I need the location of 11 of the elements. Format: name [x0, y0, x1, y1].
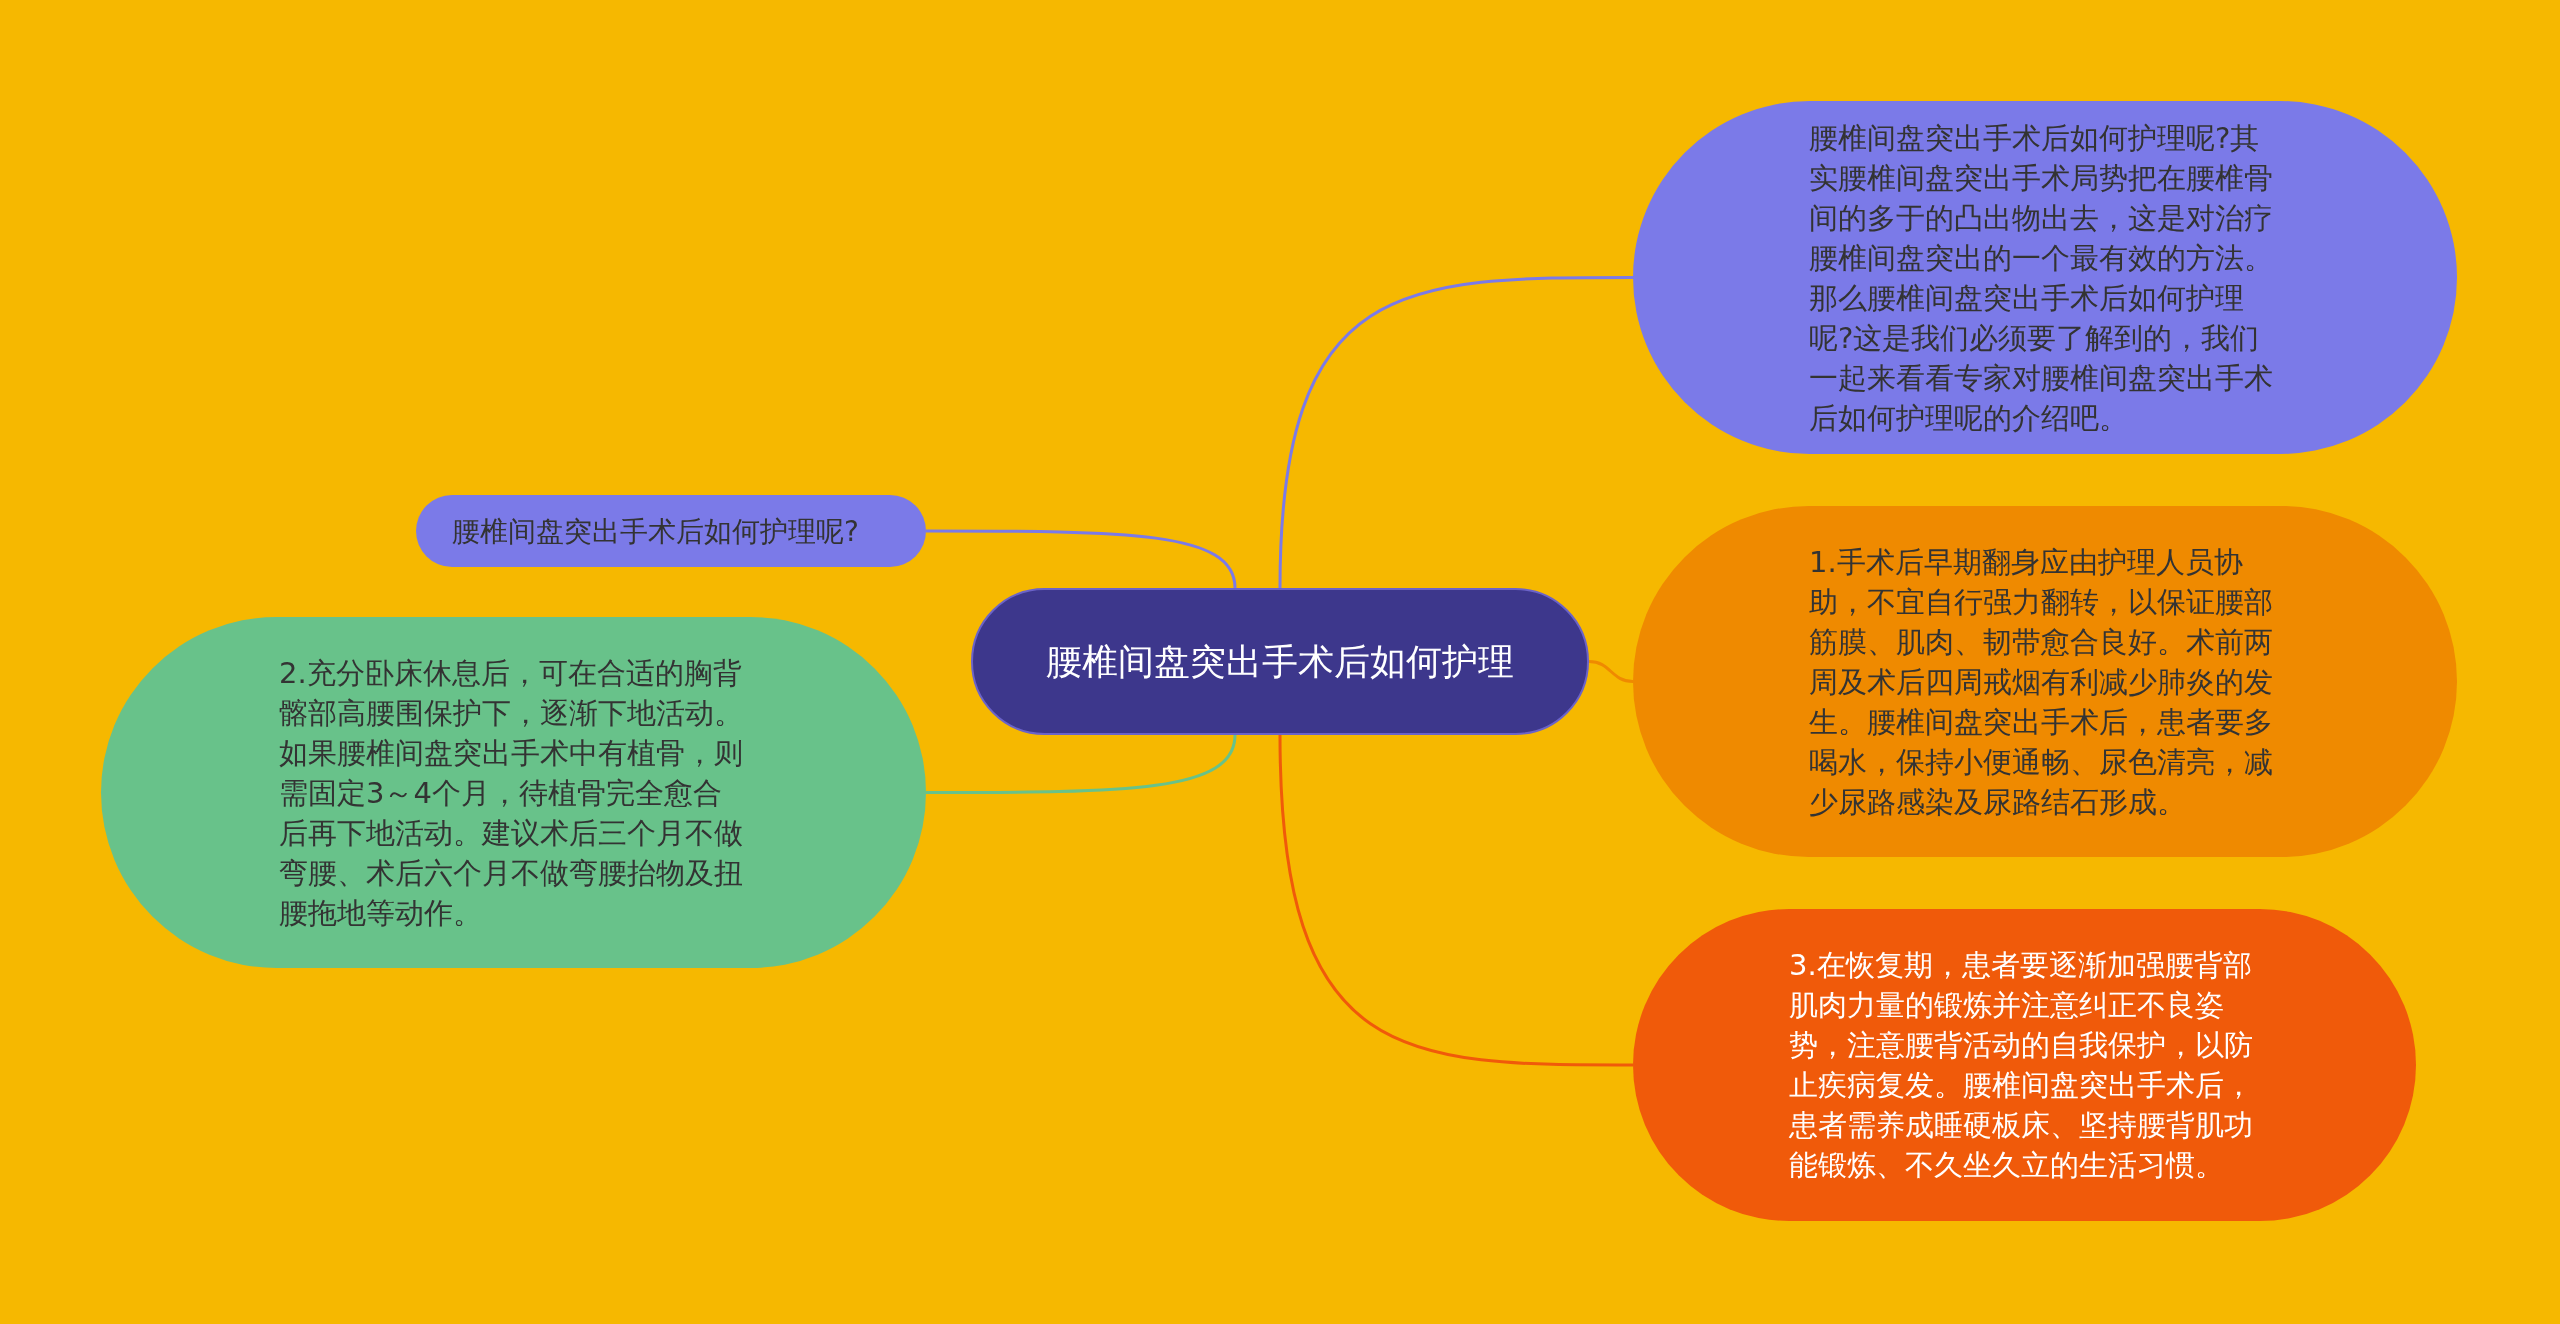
topic-text: 腰椎间盘突出手术后如何护理呢?其实腰椎间盘突出手术局势把在腰椎骨间的多于的凸出物出去，这是对治疗腰椎间盘突出的一个最有效的方法。那么腰椎间盘突出手术后如何护理呢?这是我们必须要了解到的，我们一起来看看专家对腰椎间盘突出手术后如何护理呢的介绍吧。: [1809, 119, 2274, 437]
topic-text: 腰椎间盘突出手术后如何护理: [1046, 639, 1514, 684]
topic-text: 1.手术后早期翻身应由护理人员协助，不宜自行强力翻转，以保证腰部筋膜、肌肉、韧带愈合良好。术前两周及术后四周戒烟有利减少肺炎的发生。腰椎间盘突出手术后，患者要多喝水，保持小便通畅、尿色清亮，减少尿路感染及尿路结石形成。: [1809, 543, 2274, 821]
connector-line: [926, 734, 1237, 794]
connector-line: [926, 529, 1237, 589]
connector-line: [1278, 734, 1633, 1067]
topic-text: 腰椎间盘突出手术后如何护理呢?: [452, 513, 859, 550]
connector-line: [1278, 276, 1633, 589]
topic-text: 2.充分卧床休息后，可在合适的胸背髂部高腰围保护下，逐渐下地活动。如果腰椎间盘突出手术中有植骨，则需固定3～4个月，待植骨完全愈合后再下地活动。建议术后三个月不做弯腰、术后六个月不做弯腰抬物及扭腰拖地等动作。: [279, 654, 744, 932]
topic-text: 3.在恢复期，患者要逐渐加强腰背部肌肉力量的锻炼并注意纠正不良姿势，注意腰背活动的自我保护，以防止疾病复发。腰椎间盘突出手术后，患者需养成睡硬板床、坚持腰背肌功能锻炼、不久坐久立的生活习惯。: [1789, 947, 2254, 1184]
connector-line: [1588, 660, 1634, 683]
